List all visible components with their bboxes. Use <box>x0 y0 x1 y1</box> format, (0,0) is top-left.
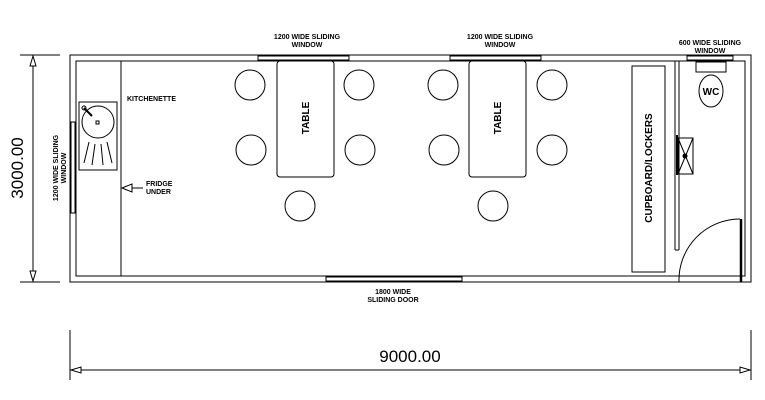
chair <box>427 69 459 101</box>
fridge-label: FRIDGE <box>146 181 173 188</box>
wc-icon <box>698 74 724 108</box>
sliding-door <box>325 276 463 282</box>
door-label-2: SLIDING DOOR <box>367 297 418 304</box>
chairs <box>234 69 568 222</box>
top-window-1-label-2: WINDOW <box>292 42 323 49</box>
chair <box>428 134 460 166</box>
top-window-2 <box>449 55 542 61</box>
door-label: 1800 WIDE <box>375 289 411 296</box>
width-dimension <box>69 330 752 380</box>
chair <box>477 190 509 222</box>
table-1-label: TABLE <box>301 101 312 134</box>
top-window-1-label: 1200 WIDE SLIDING <box>274 34 341 41</box>
kitchenette-label: KITCHENETTE <box>127 96 176 103</box>
chair <box>536 134 568 166</box>
cupboard-lockers <box>631 65 666 273</box>
height-dimension-label: 3000.00 <box>8 137 27 198</box>
left-window <box>70 121 76 214</box>
fridge-label-2: UNDER <box>146 189 171 196</box>
left-window-label: 1200 WIDE SLIDING <box>53 134 60 201</box>
chair <box>234 69 266 101</box>
chair <box>343 69 375 101</box>
wc-window <box>686 55 734 73</box>
chair <box>284 190 316 222</box>
wc-window-label: 600 WIDE SLIDING <box>679 40 742 47</box>
sink-icon <box>78 101 118 171</box>
chair <box>536 69 568 101</box>
table-2 <box>468 60 527 178</box>
table-2-label: TABLE <box>493 101 504 134</box>
chair <box>235 134 267 166</box>
top-window-1 <box>257 55 350 61</box>
height-dimension <box>20 54 60 283</box>
wc-label: WC <box>703 87 720 98</box>
top-window-2-label-2: WINDOW <box>485 42 516 49</box>
cupboard-label: CUPBOARD/LOCKERS <box>644 113 655 223</box>
fridge-arrow-icon <box>120 183 143 193</box>
table-1 <box>276 60 335 178</box>
wc-door <box>675 218 743 283</box>
wc-partition <box>674 61 680 250</box>
top-window-2-label: 1200 WIDE SLIDING <box>467 34 534 41</box>
wc-window-label-2: WINDOW <box>695 48 726 55</box>
left-window-label-2: WINDOW <box>61 152 68 183</box>
width-dimension-label: 9000.00 <box>379 347 440 366</box>
outer-walls <box>69 54 752 283</box>
basin-icon <box>677 137 694 175</box>
chair <box>344 134 376 166</box>
